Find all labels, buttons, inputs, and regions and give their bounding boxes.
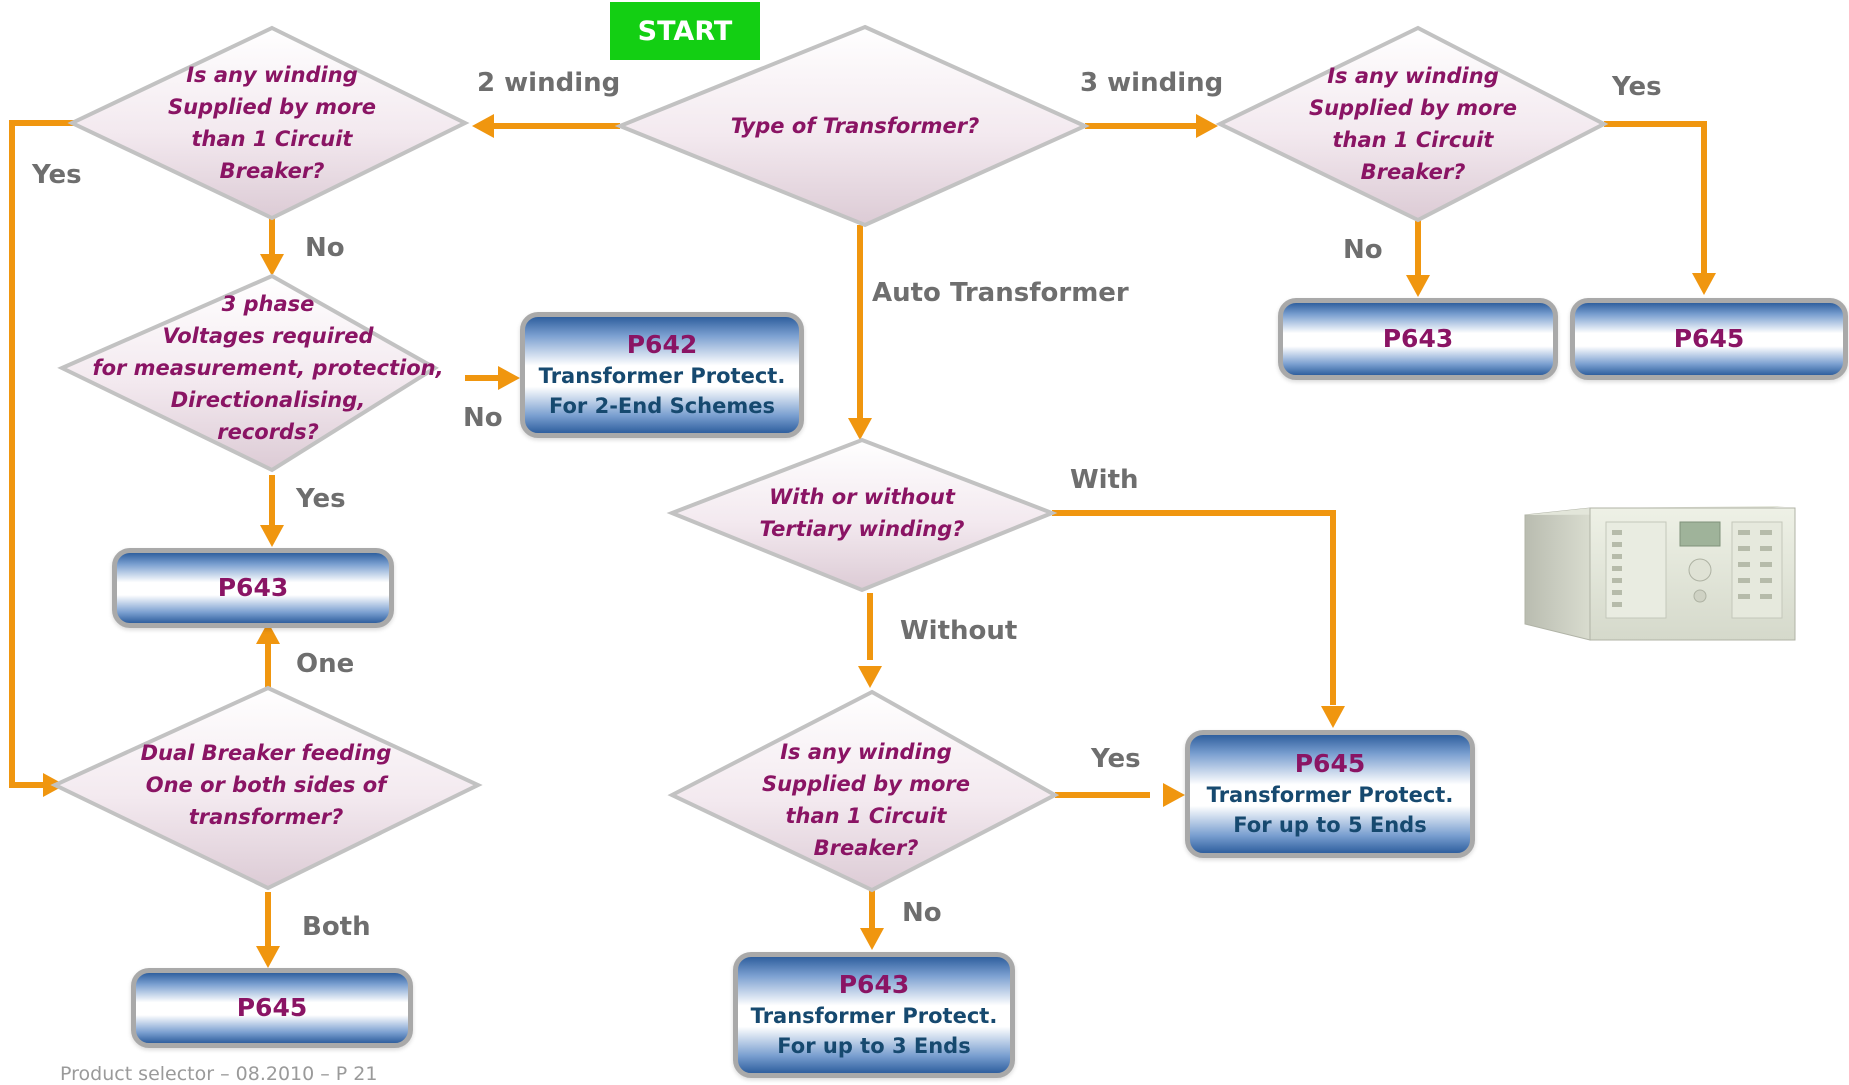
arrow-right-decision-yes-to-p645 — [1604, 121, 1707, 280]
label-phase-no: No — [463, 403, 503, 433]
label-right-yes: Yes — [1612, 72, 1662, 102]
result-code: P643 — [838, 970, 910, 999]
dual-breaker-question: Dual Breaker feeding One or both sides o… — [140, 741, 392, 829]
result-code: P643 — [1382, 324, 1454, 353]
label-auto-transformer: Auto Transformer — [872, 278, 1129, 308]
arrowhead — [256, 946, 280, 968]
arrowhead — [1406, 275, 1430, 297]
right-multi-breaker-question: Is any winding Supplied by more than 1 C… — [1308, 64, 1518, 184]
decision-left-multi-breaker — [67, 25, 470, 221]
result-p642: P642 Transformer Protect. For 2-End Sche… — [520, 312, 804, 438]
result-description: Transformer Protect. — [538, 364, 786, 388]
label-mid-no: No — [902, 898, 942, 928]
label-phase-yes: Yes — [296, 484, 346, 514]
result-description: For 2-End Schemes — [549, 394, 775, 418]
arrowhead — [860, 928, 884, 950]
result-p645-right: P645 — [1570, 298, 1848, 380]
result-code: P645 — [1294, 749, 1366, 778]
decision-tertiary — [666, 437, 1058, 593]
label-both: Both — [302, 912, 371, 942]
result-p643-mid: P643 Transformer Protect. For up to 3 En… — [733, 952, 1015, 1078]
label-one: One — [296, 649, 355, 679]
label-without: Without — [900, 616, 1018, 646]
mid-multi-breaker-question: Is any winding Supplied by more than 1 C… — [761, 740, 971, 860]
arrowhead — [472, 114, 494, 138]
label-left-no: No — [305, 233, 345, 263]
tertiary-question: With or without Tertiary winding? — [759, 485, 965, 541]
arrowhead — [1196, 114, 1218, 138]
arrowhead — [260, 254, 284, 276]
result-code: P642 — [626, 330, 698, 359]
label-two-winding: 2 winding — [477, 68, 621, 98]
result-description: For up to 3 Ends — [777, 1034, 971, 1058]
label-left-yes: Yes — [32, 160, 82, 190]
label-with: With — [1070, 465, 1139, 495]
result-description: For up to 5 Ends — [1233, 813, 1427, 837]
label-mid-yes: Yes — [1091, 744, 1141, 774]
relay-device-image — [1524, 506, 1796, 641]
result-p645-left: P645 — [131, 968, 413, 1048]
arrowhead — [1163, 783, 1185, 807]
decision-mid-multi-breaker — [667, 689, 1060, 893]
arrowhead — [858, 666, 882, 688]
arrow-tertiary-with-to-p645 — [1052, 510, 1336, 705]
result-p645-mid: P645 Transformer Protect. For up to 5 En… — [1185, 730, 1475, 858]
label-right-no: No — [1343, 235, 1383, 265]
arrowhead — [260, 525, 284, 547]
result-p643-right: P643 — [1278, 298, 1558, 380]
three-phase-question: 3 phase Voltages required for measuremen… — [92, 292, 444, 444]
decision-dual-breaker — [50, 685, 483, 891]
arrowhead — [498, 366, 520, 390]
arrowhead — [1692, 273, 1716, 295]
label-three-winding: 3 winding — [1080, 68, 1224, 98]
result-code: P643 — [217, 573, 289, 602]
decision-three-phase — [57, 273, 439, 473]
start-label: START — [610, 2, 760, 60]
arrowhead — [256, 622, 280, 644]
result-p643-left: P643 — [112, 548, 394, 628]
arrowhead — [1321, 706, 1345, 728]
result-code: P645 — [1673, 324, 1745, 353]
footer-text: Product selector – 08.2010 – P 21 — [60, 1063, 378, 1085]
result-description: Transformer Protect. — [750, 1004, 998, 1028]
decision-type-of-transformer — [614, 24, 1090, 228]
result-description: Transformer Protect. — [1206, 783, 1454, 807]
result-code: P645 — [236, 993, 308, 1022]
arrowhead — [848, 418, 872, 440]
decision-right-multi-breaker — [1215, 25, 1609, 223]
type-of-transformer-question: Type of Transformer? — [730, 114, 980, 138]
arrow-left-decision-yes-loop — [9, 120, 80, 788]
left-multi-breaker-question: Is any winding Supplied by more than 1 C… — [167, 63, 377, 183]
